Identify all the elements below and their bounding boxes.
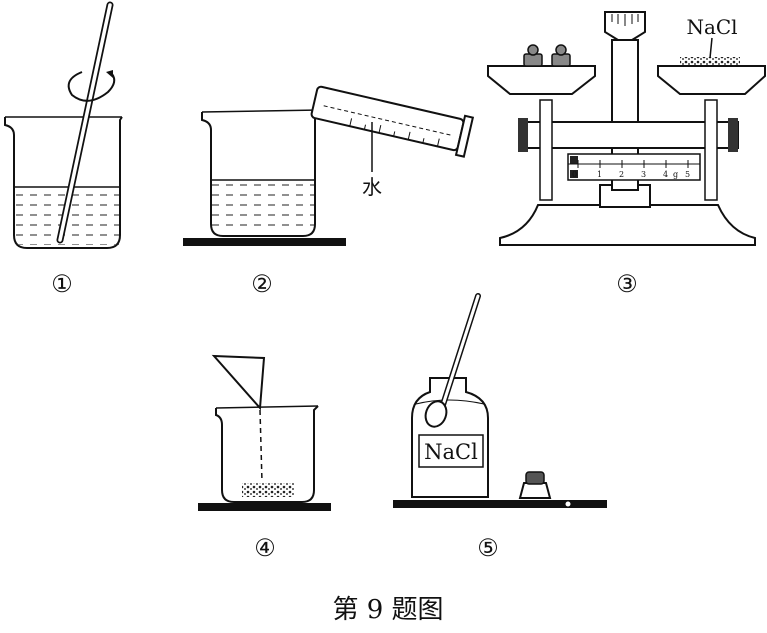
weighing-paper [211, 354, 266, 411]
panel-weigh: NaCl 0 1 2 3 4 g 5 ③ [487, 11, 766, 298]
bench-4 [198, 503, 331, 511]
panel-label-3: ③ [616, 270, 638, 298]
scale-tick-0: 0 [572, 170, 577, 179]
bottle-shoulder [415, 399, 485, 405]
panel-label-4: ④ [254, 534, 276, 562]
spoon [424, 293, 481, 428]
beam-scale: 0 1 2 3 4 g 5 [567, 153, 701, 181]
measuring-cylinder [310, 85, 475, 158]
panel-label-2: ② [251, 270, 273, 298]
nacl-annotation: NaCl [686, 15, 737, 39]
right-pan [657, 65, 766, 95]
bottle-label [418, 434, 484, 468]
water-2 [212, 180, 314, 234]
scale-unit: g [673, 170, 678, 179]
panel-add-solid: ④ [198, 354, 331, 562]
water-label: 水 [362, 175, 382, 199]
balance-base [499, 204, 756, 246]
panel-label-5: ⑤ [477, 534, 499, 562]
panel-stir: ① [4, 1, 123, 298]
scale-tick-5: 5 [685, 170, 690, 179]
bench-2 [183, 238, 346, 246]
scale-tick-3: 3 [641, 170, 646, 179]
scale-tick-2: 2 [619, 170, 624, 179]
stir-arrow-icon [67, 71, 116, 102]
scale-tick-4: 4 [663, 170, 668, 179]
glass-rod [56, 1, 114, 244]
bottle-stopper [518, 471, 552, 499]
panel-reagent-bottle: NaCl ⑤ [393, 293, 607, 562]
left-pan [487, 65, 596, 95]
nacl-pile [680, 57, 740, 66]
bench-5 [393, 500, 607, 508]
nacl-in-beaker [242, 483, 294, 497]
figure-caption: 第 9 题图 [332, 595, 443, 625]
panel-label-1: ① [51, 270, 73, 298]
scale-tick-1: 1 [597, 170, 602, 179]
bottle-label-text: NaCl [424, 440, 478, 464]
weights [523, 44, 571, 67]
beaker-4 [215, 405, 319, 503]
panel-pour-water: 水 ② [183, 85, 475, 298]
